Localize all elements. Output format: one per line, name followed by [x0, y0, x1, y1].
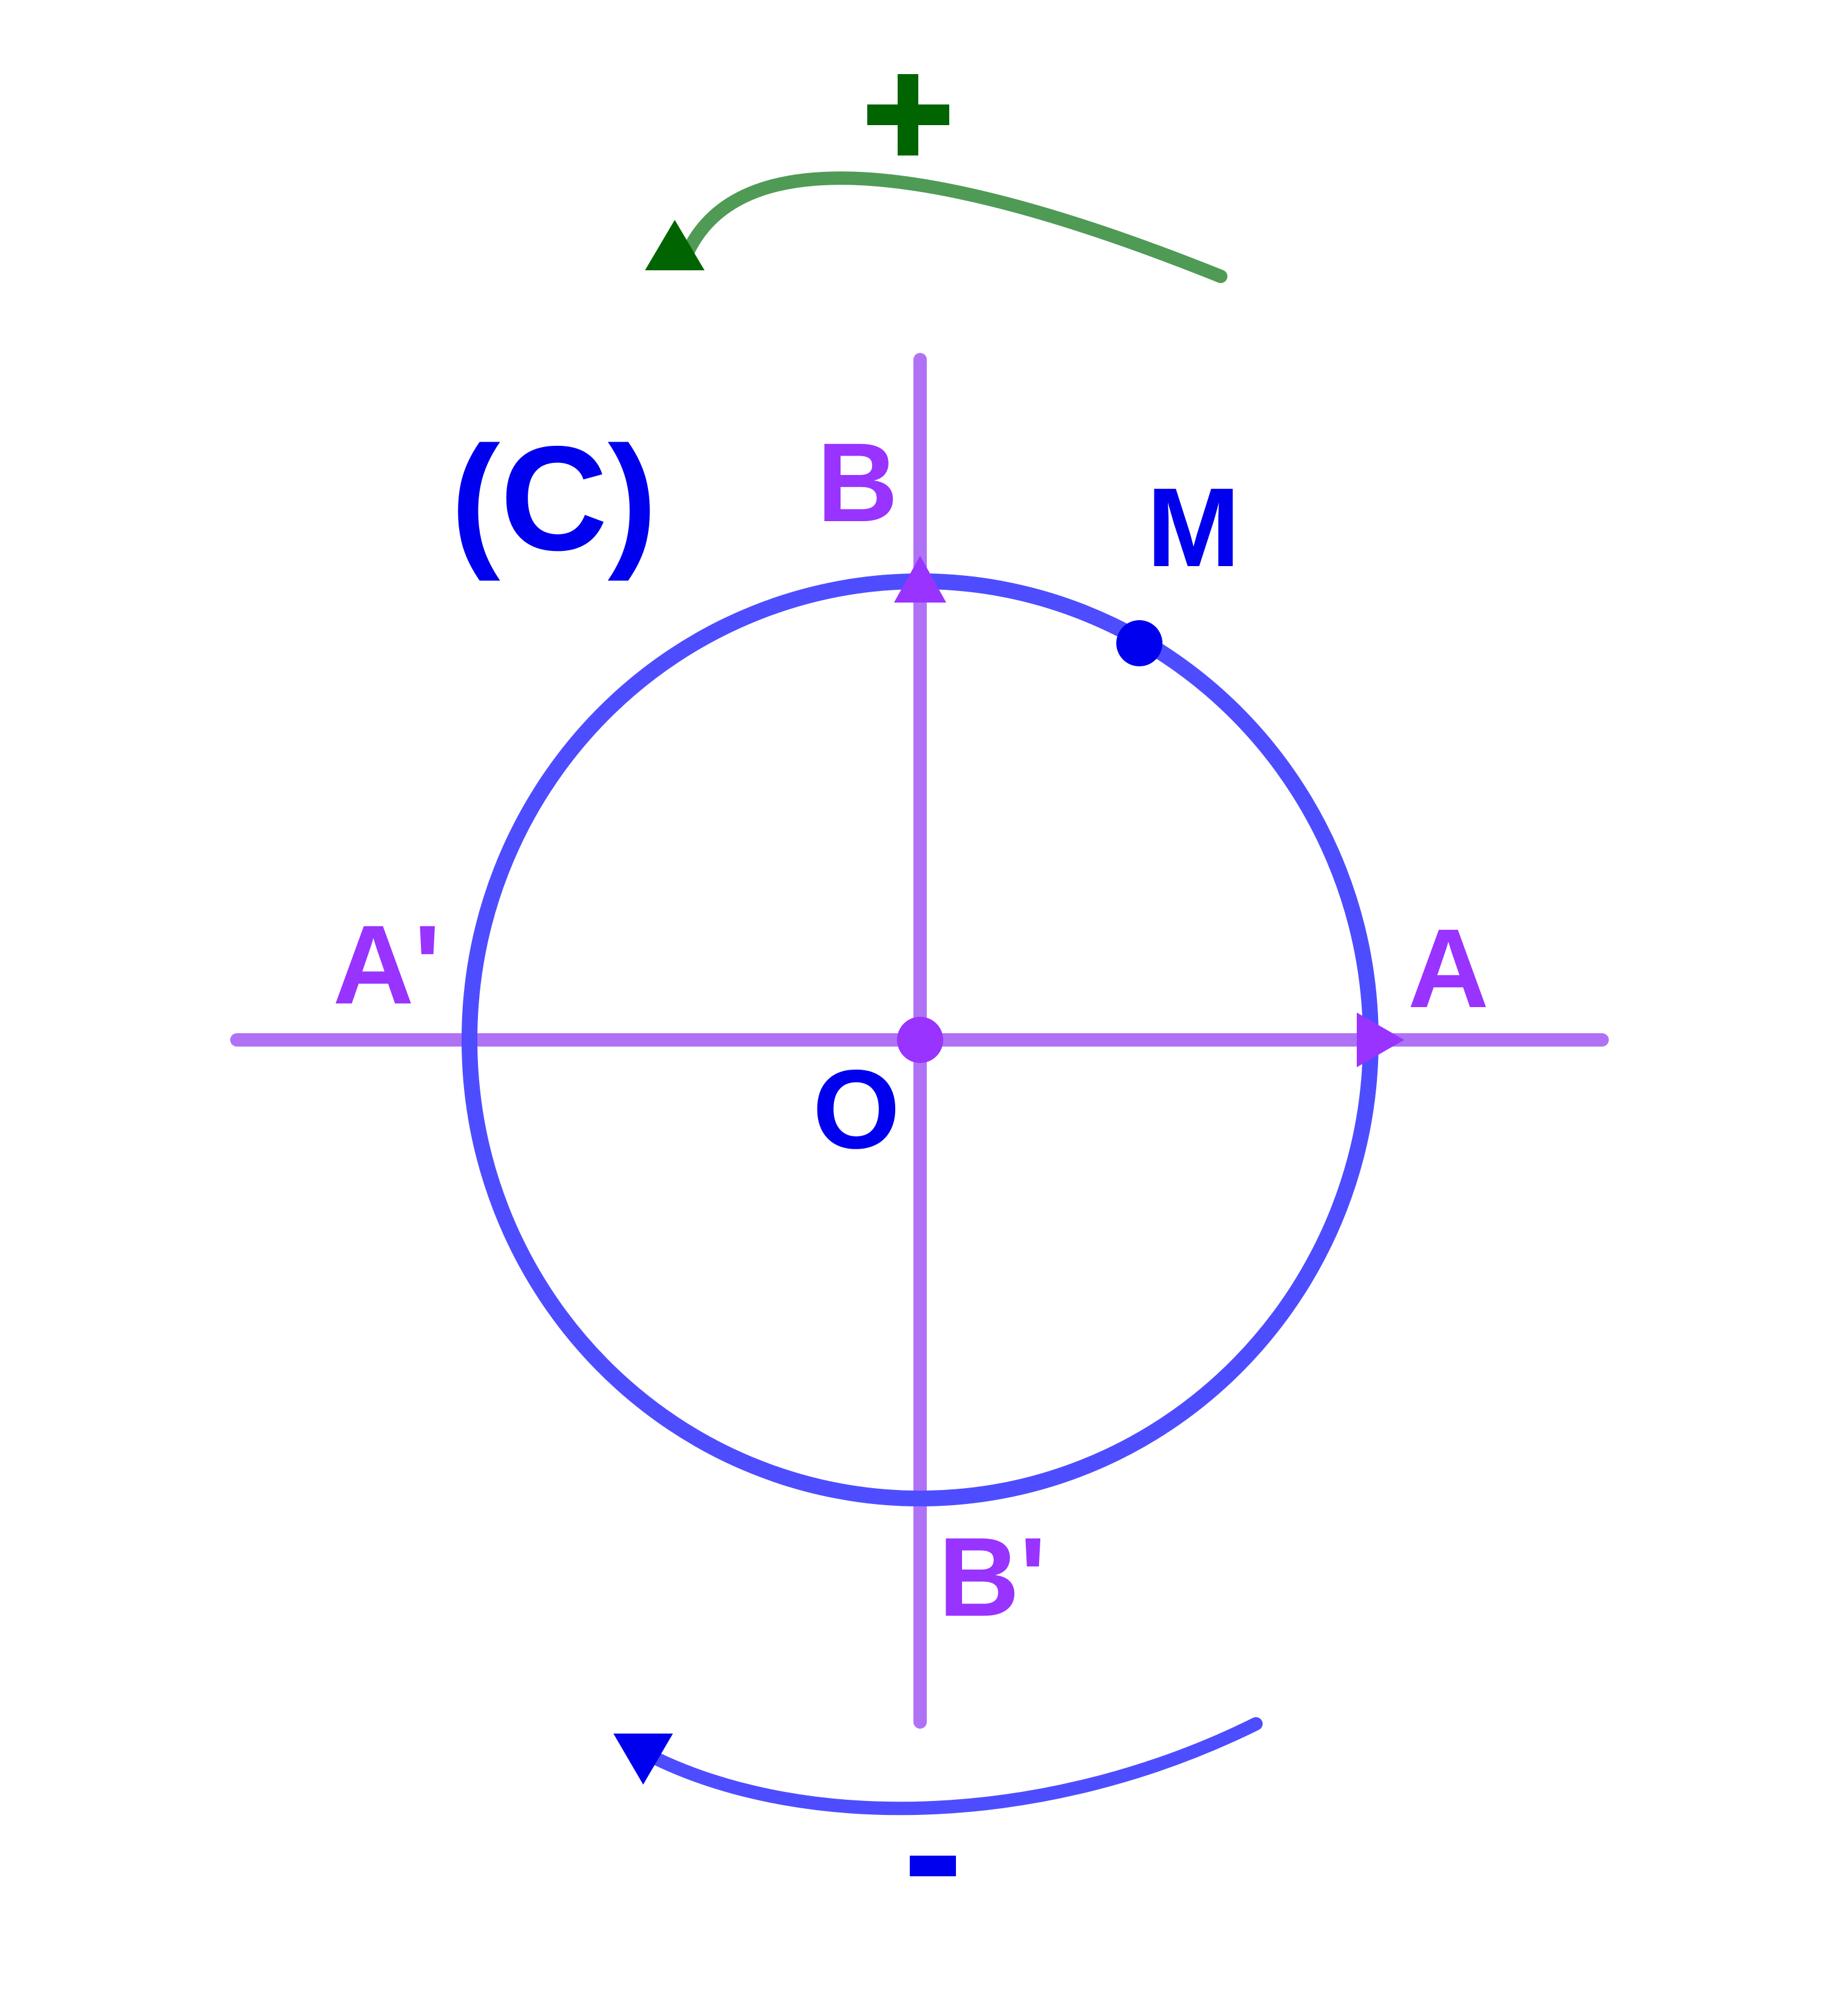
label-b-prime: B' — [938, 1515, 1046, 1640]
vertical-axis-arrowhead — [894, 556, 946, 603]
minus-sign — [910, 1856, 956, 1876]
label-m: M — [1147, 465, 1240, 590]
origin-point — [897, 1017, 943, 1063]
point-m — [1116, 620, 1162, 666]
label-b: B — [817, 420, 898, 545]
label-a-prime: A' — [333, 903, 441, 1028]
label-a: A — [1408, 906, 1489, 1031]
positive-direction-arc — [680, 171, 1227, 283]
negative-direction-arc — [649, 1717, 1263, 1816]
positive-direction-arrowhead — [645, 220, 705, 270]
circle-label: (C) — [451, 415, 657, 581]
label-o: O — [813, 1047, 900, 1172]
horizontal-axis-arrowhead — [1357, 1013, 1404, 1067]
plus-sign-vertical — [898, 74, 918, 155]
negative-direction-arrowhead — [613, 1734, 673, 1785]
positive-direction-arc-smooth — [777, 201, 1221, 276]
